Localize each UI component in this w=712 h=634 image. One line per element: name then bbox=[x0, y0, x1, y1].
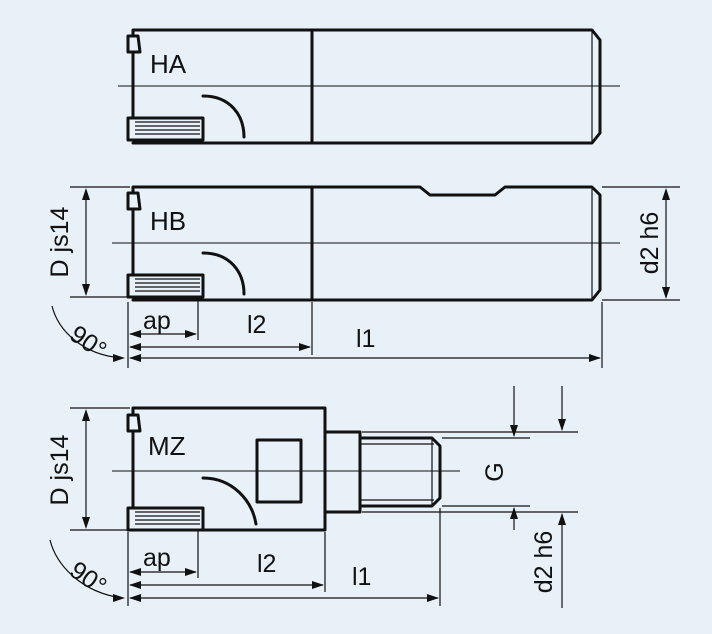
cutter-hb: HB D js14 d2 h6 90° ap l2 bbox=[46, 185, 680, 368]
mz-l2-arrow-left bbox=[129, 581, 141, 589]
hb-top-insert bbox=[126, 191, 142, 211]
mz-d2-arrow-bottom bbox=[558, 513, 566, 525]
mz-l1-arrow-right bbox=[427, 594, 439, 602]
mz-label: MZ bbox=[148, 431, 186, 461]
mz-d2-arrow-top bbox=[558, 419, 566, 431]
ha-chip-flute bbox=[201, 94, 246, 139]
hb-angle-label: 90° bbox=[65, 320, 112, 365]
hb-d-arrow-top bbox=[82, 188, 90, 200]
hb-ap-arrow-right bbox=[185, 330, 197, 338]
mz-d-label: D js14 bbox=[46, 434, 74, 505]
hb-angle-arrow bbox=[113, 354, 125, 362]
cutter-ha: HA bbox=[118, 28, 620, 145]
hb-l2-arrow-right bbox=[299, 343, 311, 351]
ha-label: HA bbox=[150, 49, 187, 79]
hb-d2-arrow-top bbox=[662, 188, 670, 200]
mz-l2-arrow-right bbox=[312, 581, 324, 589]
hb-chip-flute bbox=[201, 251, 246, 296]
mz-angle-arc bbox=[49, 539, 123, 599]
hb-d-label: D js14 bbox=[46, 206, 74, 277]
mz-top-insert bbox=[126, 413, 142, 433]
mz-l2-label: l2 bbox=[257, 550, 276, 578]
hb-ap-arrow-left bbox=[129, 330, 141, 338]
hb-d2-arrow-bottom bbox=[662, 287, 670, 299]
mz-angle-arrow bbox=[113, 594, 125, 602]
mz-ap-arrow-left bbox=[129, 568, 141, 576]
mz-chip-flute bbox=[201, 476, 258, 526]
mz-d-arrow-bottom bbox=[82, 517, 90, 529]
hb-ap-label: ap bbox=[143, 307, 171, 335]
hb-l1-label: l1 bbox=[356, 325, 375, 353]
hb-d-arrow-bottom bbox=[82, 284, 90, 296]
mz-l1-label: l1 bbox=[352, 563, 371, 591]
ha-insert-teeth bbox=[135, 121, 200, 135]
ha-bottom-insert bbox=[126, 116, 205, 142]
mz-drive-slot bbox=[255, 438, 303, 504]
cutter-mz: MZ D js14 G d2 h6 90° bbox=[46, 386, 578, 608]
hb-d2-label: d2 h6 bbox=[636, 212, 664, 275]
mz-g-arrow-bottom bbox=[510, 507, 518, 519]
mz-d2-label: d2 h6 bbox=[530, 531, 558, 594]
mz-l1-arrow-left bbox=[129, 594, 141, 602]
mz-bottom-insert bbox=[126, 506, 205, 532]
hb-l2-label: l2 bbox=[247, 311, 266, 339]
mz-g-label: G bbox=[481, 462, 509, 481]
ha-top-insert bbox=[126, 34, 142, 54]
mz-ap-arrow-right bbox=[185, 568, 197, 576]
hb-insert-teeth bbox=[135, 278, 200, 292]
mz-collar bbox=[323, 430, 362, 514]
hb-l2-arrow-left bbox=[129, 343, 141, 351]
hb-l1-arrow-left bbox=[129, 354, 141, 362]
hb-bottom-insert bbox=[126, 273, 205, 299]
ha-shank bbox=[310, 28, 602, 145]
hb-label: HB bbox=[150, 206, 186, 236]
mz-g-arrow-top bbox=[510, 425, 518, 437]
hb-l1-arrow-right bbox=[589, 354, 601, 362]
mz-d-arrow-top bbox=[82, 409, 90, 421]
mz-ap-label: ap bbox=[143, 544, 171, 572]
hb-angle-arc bbox=[51, 305, 123, 359]
mz-insert-teeth bbox=[135, 511, 200, 525]
mz-threaded-stub bbox=[358, 436, 442, 508]
